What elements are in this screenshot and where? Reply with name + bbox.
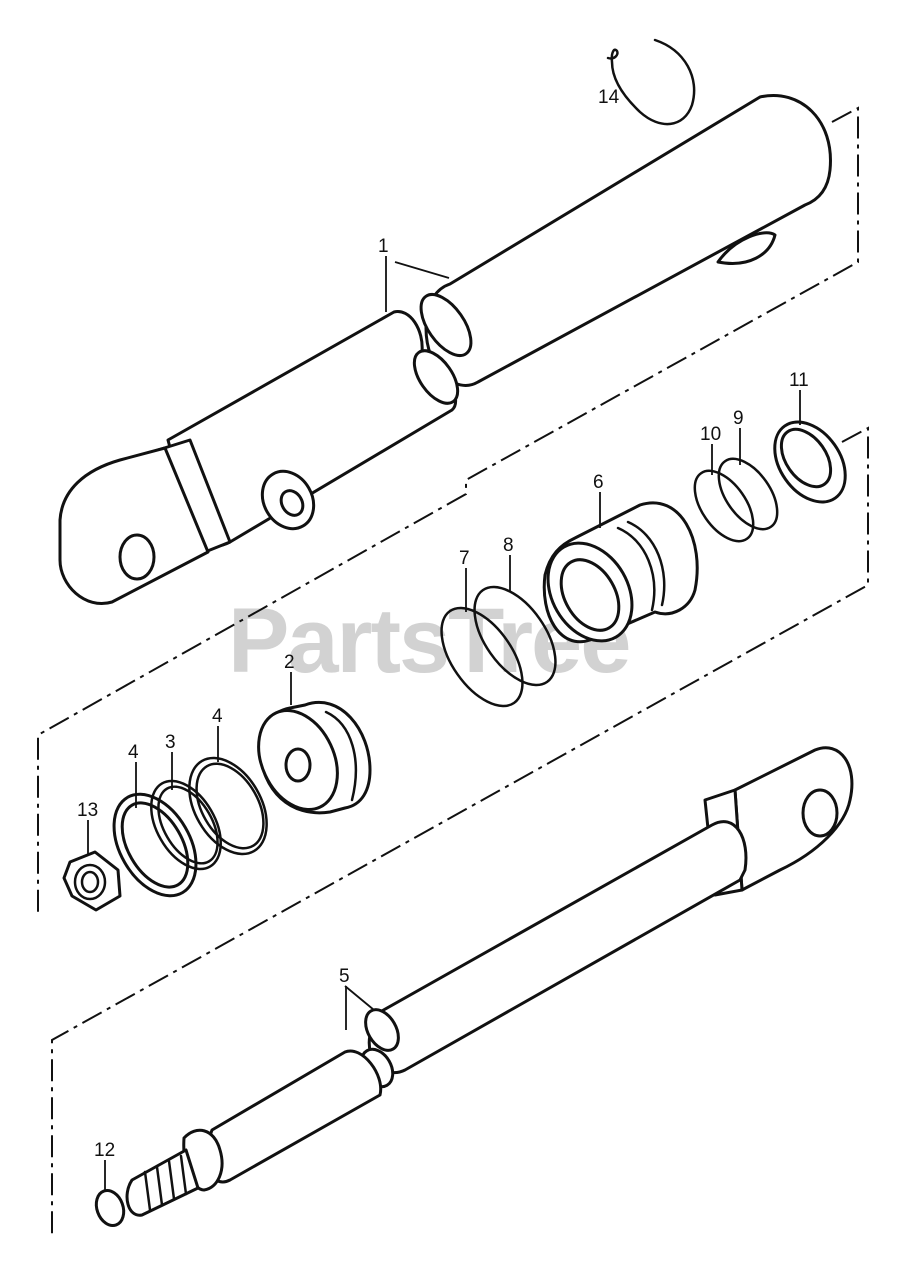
piston-part [257, 701, 372, 815]
seal-ring-4-right-part [188, 756, 268, 856]
callout-8: 8 [503, 535, 514, 556]
retaining-ring-part [94, 1189, 126, 1227]
gland-part [542, 501, 699, 644]
cylinder-barrel-part [58, 94, 832, 605]
upper-group-frame [37, 106, 859, 915]
seal-ring-4-left-part [112, 792, 198, 898]
callout-13: 13 [77, 800, 98, 821]
o-ring-7-part [440, 606, 524, 708]
piston-rod-part [125, 746, 854, 1217]
o-ring-10-part [693, 469, 755, 543]
callout-4-right: 4 [212, 706, 223, 727]
callout-11: 11 [789, 370, 809, 391]
callout-3: 3 [165, 732, 176, 753]
callout-4-left: 4 [128, 742, 139, 763]
callout-1: 1 [378, 236, 389, 257]
callout-labels: 1 2 3 4 4 5 6 7 8 9 10 11 12 13 14 [77, 87, 809, 1161]
callout-10: 10 [700, 424, 721, 445]
callout-14: 14 [598, 87, 620, 108]
leader-lines [87, 256, 801, 1192]
wiper-seal-part [773, 420, 847, 504]
backup-ring-8-part [473, 585, 557, 687]
lower-group-frame [51, 426, 869, 1238]
snap-ring-part [606, 38, 696, 126]
seal-ring-3-part [150, 779, 222, 871]
backup-ring-9-part [717, 457, 779, 531]
callout-6: 6 [593, 472, 604, 493]
callout-9: 9 [733, 408, 744, 429]
callout-5: 5 [339, 966, 350, 987]
callout-7: 7 [459, 548, 470, 569]
hex-nut-part [62, 850, 122, 912]
callout-2: 2 [284, 652, 295, 673]
callout-12: 12 [94, 1140, 115, 1161]
